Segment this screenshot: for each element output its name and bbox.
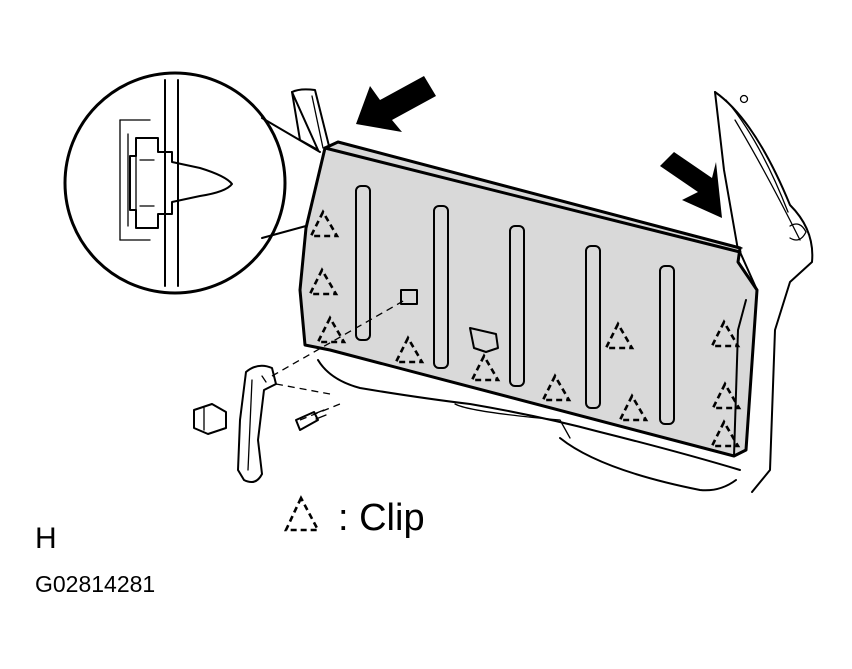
clip-icon xyxy=(315,315,347,344)
screw-hole xyxy=(400,289,418,305)
clip-icon xyxy=(308,209,340,238)
pull-strap xyxy=(237,364,277,483)
door-frame-outline xyxy=(291,88,814,493)
clip-icon xyxy=(540,373,572,402)
clip-icon xyxy=(617,393,649,422)
clip-markers xyxy=(307,209,742,448)
figure-code: G02814281 xyxy=(35,571,156,597)
arrow-icon xyxy=(356,76,436,132)
clip-icon xyxy=(307,267,339,296)
clip-icon xyxy=(709,419,741,448)
panel-rib xyxy=(355,185,371,341)
handle-opening xyxy=(469,327,499,353)
clip-icon xyxy=(393,335,425,364)
trim-panel xyxy=(298,140,759,458)
panel-rib xyxy=(509,225,525,387)
clip-icon xyxy=(469,353,501,382)
clip-icon xyxy=(709,319,741,348)
arrow-icon xyxy=(660,152,722,218)
legend-label: : Clip xyxy=(338,497,425,539)
clip-icon xyxy=(603,321,635,350)
panel-rib xyxy=(585,245,601,409)
alignment-lines xyxy=(271,299,406,421)
panel-rib xyxy=(433,205,449,369)
bracket-icon xyxy=(193,403,227,435)
clip-detail-callout xyxy=(63,71,321,295)
view-letter: H xyxy=(35,522,57,555)
clip-icon xyxy=(710,381,742,410)
legend-triangle-icon xyxy=(283,495,321,532)
panel-rib xyxy=(659,265,675,425)
